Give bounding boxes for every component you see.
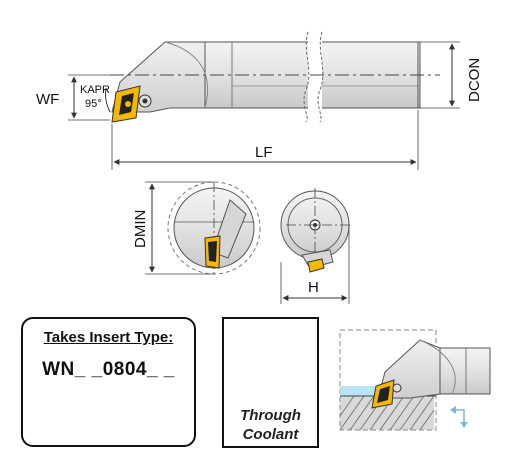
- break-line: [303, 31, 310, 123]
- insert-type-box: Takes Insert Type: WN_ _0804_ _: [21, 317, 196, 447]
- wf-label: WF: [36, 91, 59, 108]
- coolant-line-1: Through: [240, 407, 301, 424]
- insert-type-code: WN_ _0804_ _: [42, 359, 175, 380]
- dmin-label: DMIN: [132, 210, 149, 248]
- application-illustration: [339, 329, 491, 431]
- lf-label: LF: [255, 144, 273, 161]
- dcon-label: DCON: [466, 58, 483, 102]
- side-view: [68, 30, 460, 170]
- coolant-line-2: Coolant: [242, 426, 299, 443]
- kapr-arc: [105, 87, 111, 113]
- insert-back: [307, 258, 325, 273]
- kapr-angle-label: 95°: [85, 98, 102, 110]
- back-view-h: [280, 188, 352, 304]
- kapr-label: KAPR: [80, 84, 110, 96]
- h-label: H: [308, 279, 319, 296]
- insert-type-title: Takes Insert Type:: [43, 329, 174, 346]
- front-view-dmin: [145, 181, 261, 275]
- through-coolant-box: Through Coolant: [222, 317, 319, 448]
